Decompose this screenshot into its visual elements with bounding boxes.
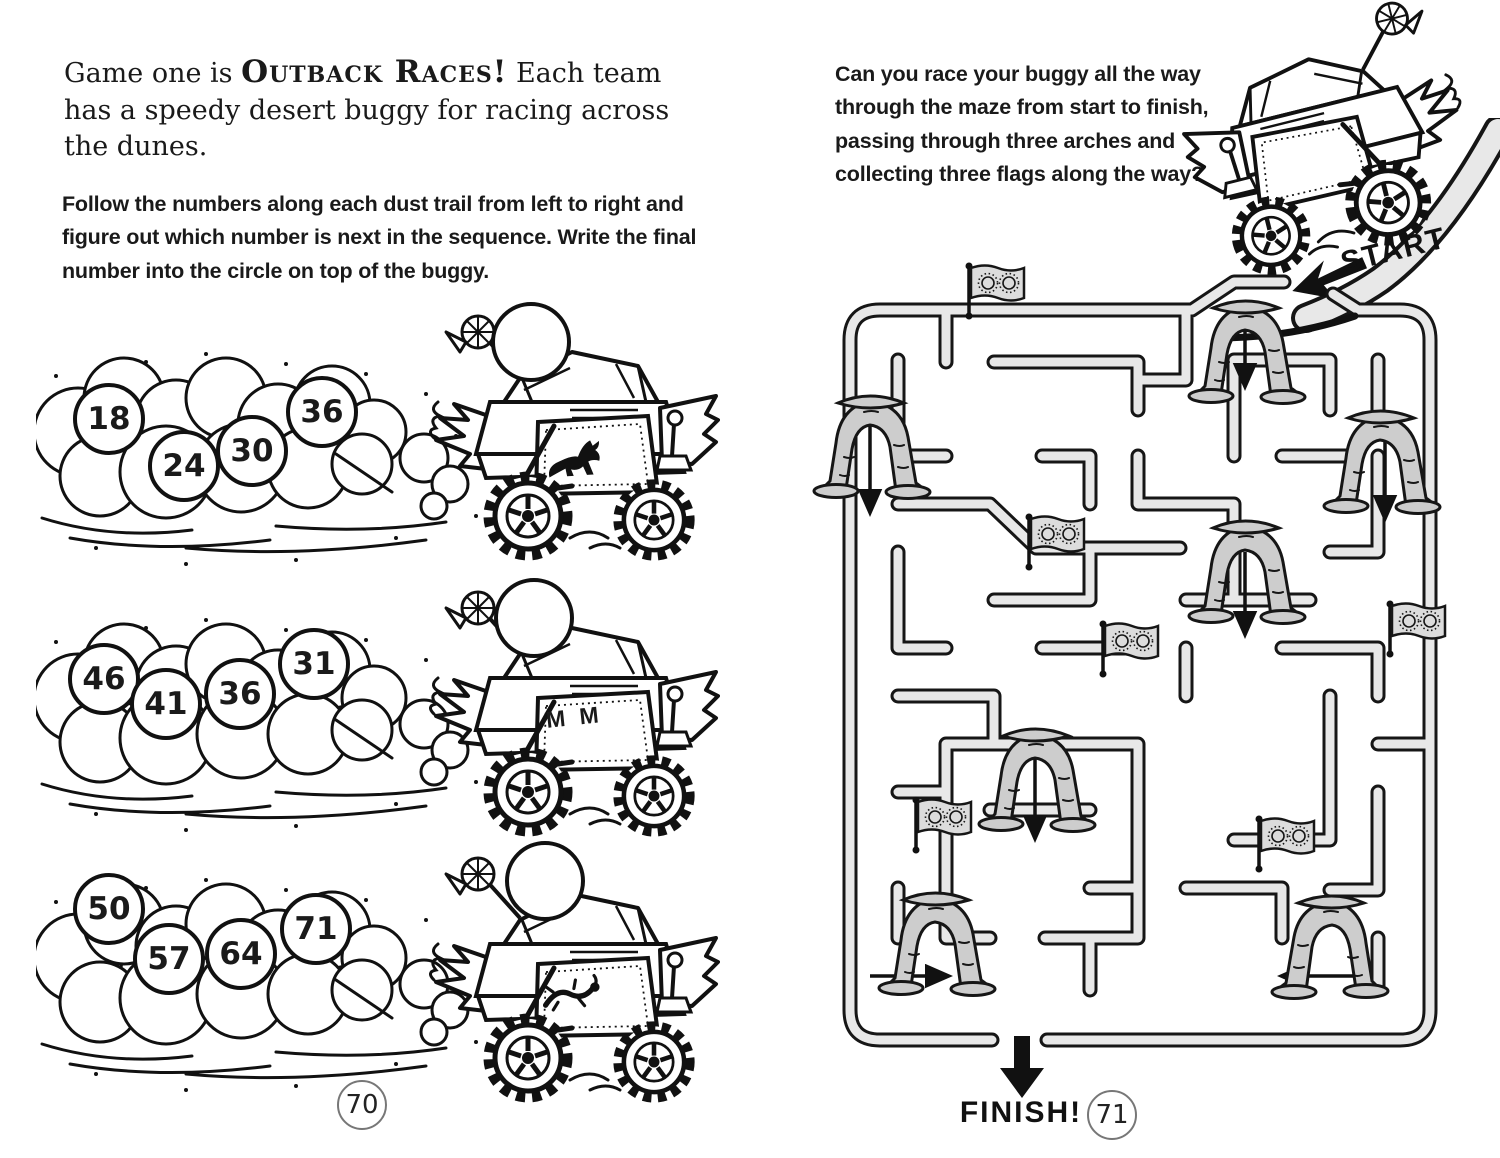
answer-circle-row3[interactable] [505, 841, 585, 921]
page-number-right: 71 [1087, 1090, 1137, 1140]
sequence-number: 18 [73, 383, 145, 455]
sequence-number: 46 [68, 643, 140, 715]
arch-icon [1187, 299, 1307, 405]
intro-prefix: Game one is [64, 58, 242, 89]
kangaroo-icon [545, 436, 610, 482]
sequence-number: 24 [148, 430, 220, 502]
start-arrow-icon [1292, 257, 1368, 299]
sequence-number: 41 [130, 668, 202, 740]
sequence-number: 30 [216, 415, 288, 487]
arch-icon [812, 394, 932, 500]
sequence-number: 57 [133, 923, 205, 995]
intro-suffix: Each team has a speedy desert buggy for … [64, 58, 670, 162]
start-road [1291, 118, 1500, 333]
left-instructions: Follow the numbers along each dust trail… [62, 192, 697, 283]
right-instructions: Can you race your buggy all the way thro… [835, 62, 1209, 186]
sequence-number: 36 [204, 658, 276, 730]
flag-icon [1097, 620, 1160, 680]
sequence-number: 64 [205, 918, 277, 990]
answer-circle-row1[interactable] [491, 302, 571, 382]
maze [812, 262, 1447, 1048]
sequence-number: 31 [278, 628, 350, 700]
sequence-number: 50 [73, 873, 145, 945]
flag-icon [1253, 815, 1316, 875]
finish-label: FINISH! [959, 1096, 1083, 1129]
game-title: Outback Races! [241, 54, 508, 90]
intro-paragraph: Game one is Outback Races! Each team has… [64, 52, 704, 164]
answer-circle-row2[interactable] [494, 578, 574, 658]
sequence-number: 71 [280, 893, 352, 965]
finish-arrow-icon [1000, 1036, 1044, 1098]
page-number-left: 70 [337, 1080, 387, 1130]
flag-icon [1023, 513, 1086, 573]
sequence-number: 36 [286, 376, 358, 448]
left-page: Game one is Outback Races! Each team has… [62, 52, 704, 283]
gecko-icon [537, 970, 604, 1016]
arch-icon [1187, 519, 1307, 625]
